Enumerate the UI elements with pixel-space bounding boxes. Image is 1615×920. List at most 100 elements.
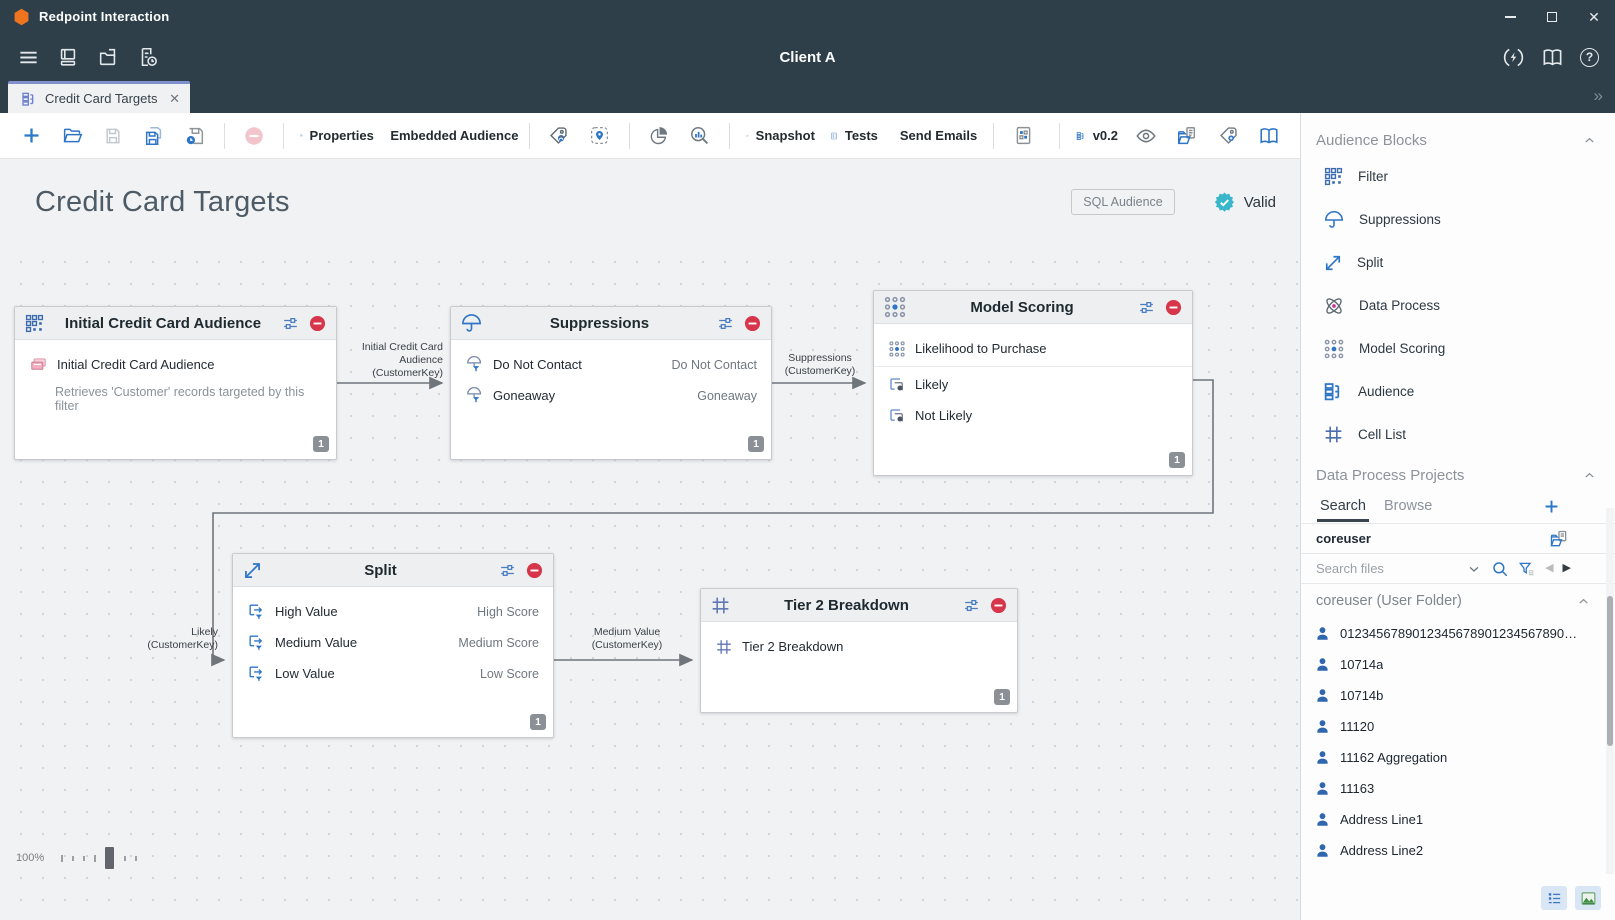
tab-credit-card-targets[interactable]: Credit Card Targets ✕ — [8, 81, 190, 113]
image-view-icon[interactable] — [1575, 886, 1601, 910]
block-item-split[interactable]: Split — [1301, 241, 1615, 284]
block-item-audience[interactable]: Audience — [1301, 370, 1615, 413]
zoom-slider-handle[interactable] — [105, 847, 115, 869]
node-remove-icon[interactable] — [1164, 298, 1183, 317]
workflow-canvas[interactable]: Initial Credit Card Audience (CustomerKe… — [0, 245, 1300, 920]
filter-funnel-icon[interactable] — [1518, 560, 1536, 578]
sidebar-scrollbar[interactable] — [1606, 508, 1614, 874]
node-settings-icon[interactable] — [498, 561, 517, 580]
properties-button[interactable]: Properties — [296, 119, 378, 153]
toolbar-separator — [993, 122, 995, 149]
node-row[interactable]: Tier 2 Breakdown — [715, 631, 1003, 662]
node-row[interactable]: Not Likely — [888, 400, 1178, 431]
scrollbar-thumb[interactable] — [1607, 596, 1613, 746]
maximize-button[interactable] — [1531, 0, 1573, 33]
chevron-down-icon[interactable] — [1466, 561, 1482, 577]
tab-close-icon[interactable]: ✕ — [169, 91, 180, 106]
tag-button[interactable] — [1211, 119, 1245, 153]
node-row[interactable]: Goneaway Goneaway — [465, 380, 757, 411]
documentation-button[interactable] — [1252, 119, 1286, 153]
block-item-data-process[interactable]: Data Process — [1301, 284, 1615, 327]
chevron-up-icon[interactable] — [1582, 133, 1597, 148]
node-initial-credit-card-audience[interactable]: Initial Credit Card Audience — [14, 306, 337, 460]
node-tier-2-breakdown[interactable]: Tier 2 Breakdown Tier — [700, 588, 1018, 713]
file-item[interactable]: Address Line1 — [1301, 804, 1615, 835]
block-item-cell-list[interactable]: Cell List — [1301, 413, 1615, 456]
file-item[interactable]: 11120 — [1301, 711, 1615, 742]
block-item-suppressions[interactable]: Suppressions — [1301, 198, 1615, 241]
node-row[interactable]: Initial Credit Card Audience — [29, 349, 322, 380]
node-remove-icon[interactable] — [743, 314, 762, 333]
save-history-button[interactable] — [178, 119, 212, 153]
audience-tag-button[interactable] — [542, 119, 576, 153]
data-process-projects-header[interactable]: Data Process Projects — [1301, 460, 1615, 490]
copy-folder-icon[interactable] — [1549, 529, 1569, 549]
documentation-book-icon[interactable] — [1541, 46, 1564, 69]
node-model-scoring[interactable]: Model Scoring Likeliho — [873, 290, 1193, 476]
save-button[interactable] — [96, 119, 130, 153]
block-item-filter[interactable]: Filter — [1301, 155, 1615, 198]
embedded-audience-button[interactable]: Embedded Audience — [385, 119, 518, 153]
api-sync-icon[interactable] — [1502, 46, 1525, 69]
audience-blocks-header[interactable]: Audience Blocks — [1301, 125, 1615, 155]
folder-document-button[interactable] — [1170, 119, 1204, 153]
minimize-button[interactable] — [1489, 0, 1531, 33]
add-project-icon[interactable] — [1542, 497, 1561, 516]
folder-document-icon[interactable] — [90, 39, 126, 75]
file-item[interactable]: 11163 — [1301, 773, 1615, 804]
file-item[interactable]: 0123456789012345678901234567890123456789… — [1301, 618, 1615, 649]
chevron-up-icon[interactable] — [1582, 468, 1597, 483]
save-copy-button[interactable] — [137, 119, 171, 153]
document-history-icon[interactable] — [130, 39, 166, 75]
node-row[interactable]: Likely — [888, 369, 1178, 400]
node-row[interactable]: High Value High Score — [247, 596, 539, 627]
search-files-input[interactable] — [1316, 561, 1458, 576]
tab-browse[interactable]: Browse — [1383, 498, 1433, 514]
send-emails-button[interactable]: Send Emails — [889, 119, 981, 153]
node-suppressions[interactable]: Suppressions Do Not Co — [450, 306, 772, 460]
hamburger-menu-icon[interactable] — [10, 39, 46, 75]
projects-icon[interactable] — [50, 39, 86, 75]
node-row[interactable]: Do Not Contact Do Not Contact — [465, 349, 757, 380]
help-icon[interactable]: ? — [1580, 47, 1599, 67]
split-output-icon — [247, 633, 266, 652]
open-folder-button[interactable] — [55, 119, 89, 153]
search-icon[interactable] — [1491, 560, 1509, 578]
project-query-input[interactable] — [1316, 531, 1466, 546]
user-folder-header[interactable]: coreuser (User Folder) — [1301, 584, 1615, 618]
node-row[interactable]: Likelihood to Purchase — [888, 333, 1178, 364]
next-result-icon[interactable]: ▶ — [1562, 562, 1571, 574]
node-remove-icon[interactable] — [989, 596, 1008, 615]
file-item[interactable]: Address Line2 — [1301, 835, 1615, 866]
reports-button[interactable] — [1006, 119, 1040, 153]
previous-result-icon[interactable]: ◀ — [1545, 562, 1554, 574]
user-file-icon — [1314, 625, 1331, 642]
node-settings-icon[interactable] — [1137, 298, 1156, 317]
snapshot-button[interactable]: Snapshot — [742, 119, 819, 153]
node-settings-icon[interactable] — [962, 596, 981, 615]
node-remove-icon[interactable] — [308, 314, 327, 333]
node-split[interactable]: Split High Value — [232, 553, 554, 738]
pie-chart-button[interactable] — [642, 119, 676, 153]
node-settings-icon[interactable] — [716, 314, 735, 333]
file-item[interactable]: 10714b — [1301, 680, 1615, 711]
tab-search[interactable]: Search — [1311, 491, 1375, 522]
chart-search-button[interactable] — [683, 119, 717, 153]
remove-button-disabled[interactable] — [237, 119, 271, 153]
location-button[interactable] — [583, 119, 617, 153]
file-item[interactable]: 10714a — [1301, 649, 1615, 680]
chevron-up-icon[interactable] — [1576, 594, 1591, 609]
file-item[interactable]: 11162 Aggregation — [1301, 742, 1615, 773]
list-view-icon[interactable] — [1541, 886, 1567, 910]
block-item-model-scoring[interactable]: Model Scoring — [1301, 327, 1615, 370]
add-button[interactable] — [14, 119, 48, 153]
tests-button[interactable]: Tests — [826, 119, 882, 153]
tab-overflow-icon[interactable]: » — [1593, 86, 1603, 105]
audience-version-button[interactable]: v0.2 — [1072, 119, 1122, 153]
preview-eye-button[interactable] — [1129, 119, 1163, 153]
close-button[interactable]: ✕ — [1588, 8, 1600, 25]
node-row[interactable]: Medium Value Medium Score — [247, 627, 539, 658]
node-settings-icon[interactable] — [281, 314, 300, 333]
node-row[interactable]: Low Value Low Score — [247, 658, 539, 689]
node-remove-icon[interactable] — [525, 561, 544, 580]
